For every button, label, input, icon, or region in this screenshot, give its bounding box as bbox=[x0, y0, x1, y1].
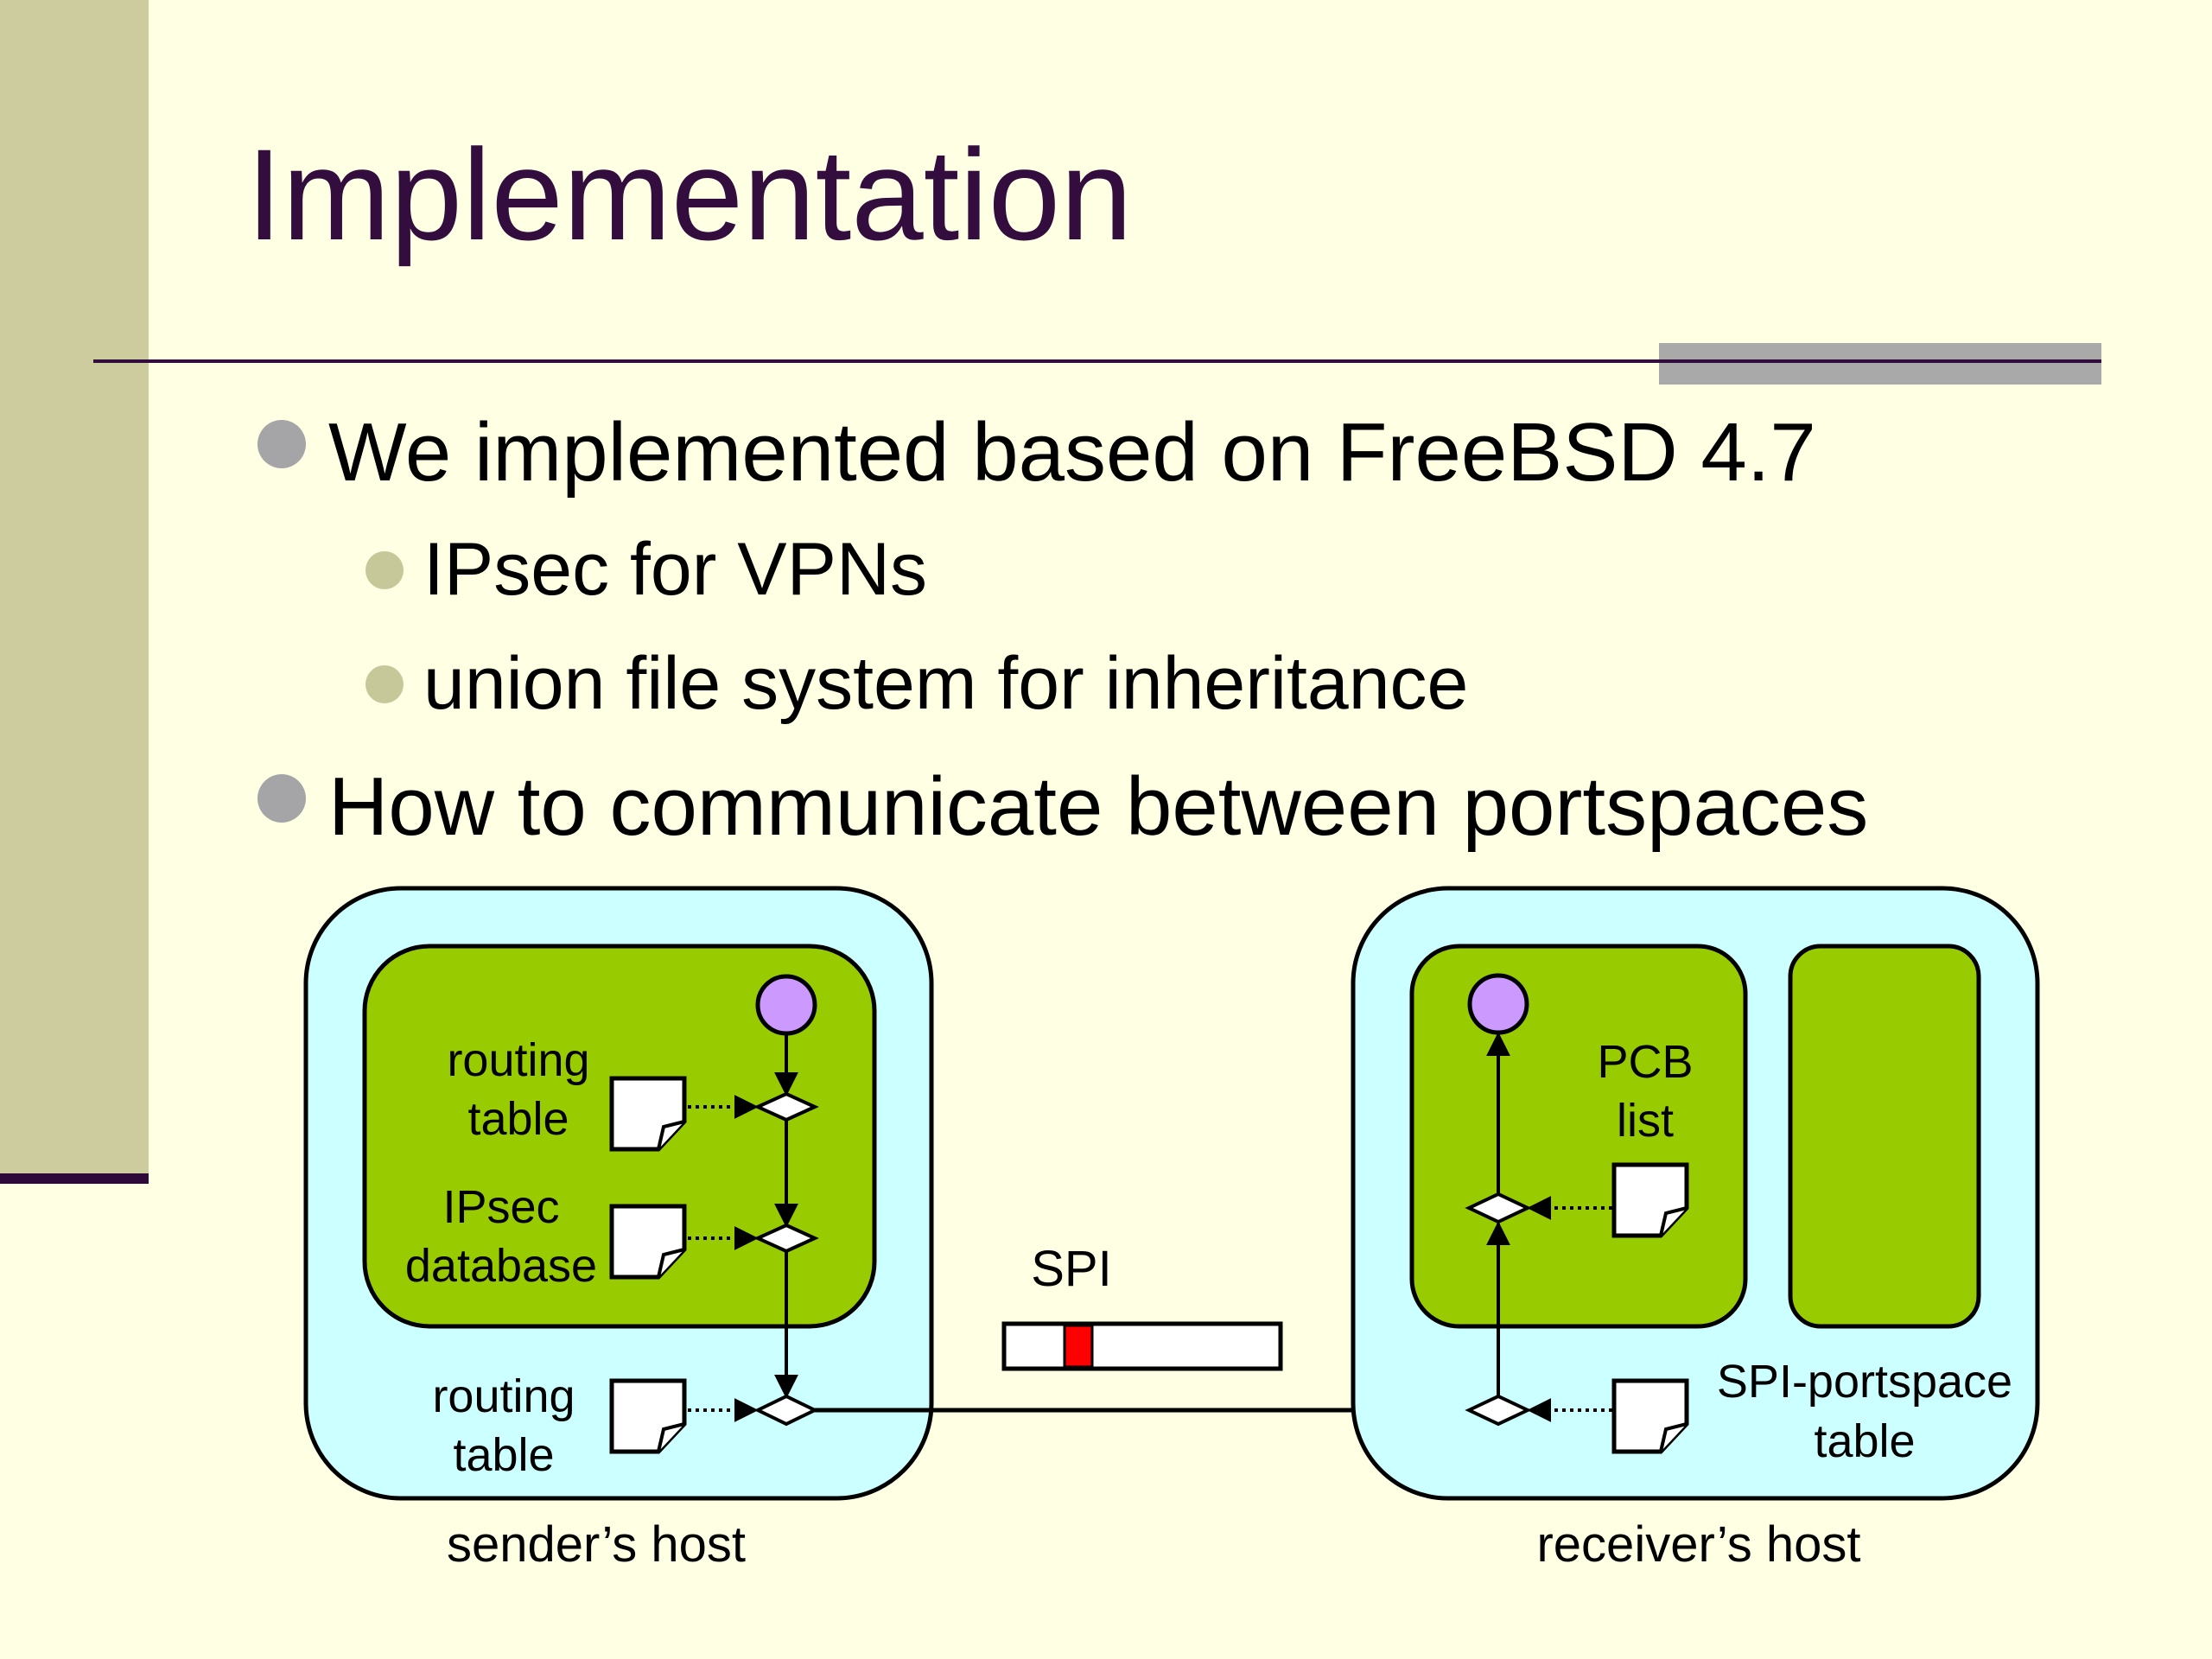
label-ipsec-database: database bbox=[405, 1240, 597, 1292]
sender-decision-diamond bbox=[753, 1223, 819, 1254]
side-bar-accent bbox=[0, 1173, 149, 1184]
title-divider-accent bbox=[1659, 343, 2101, 385]
label-pcb-list: PCB bbox=[1597, 1036, 1693, 1088]
bullet-dot bbox=[257, 774, 306, 823]
receiver-host-label: receiver’s host bbox=[1536, 1516, 1860, 1573]
spi-packet bbox=[1001, 1321, 1283, 1371]
receiver-portspace-box bbox=[1409, 944, 1748, 1329]
label-ipsec-database: IPsec bbox=[442, 1181, 559, 1233]
label-pcb-list: list bbox=[1617, 1095, 1674, 1147]
sub-bullet-dot bbox=[365, 551, 404, 589]
label-spi-portspace-table: table bbox=[1814, 1415, 1915, 1467]
label-spi-portspace-table: SPI-portspace bbox=[1717, 1356, 2012, 1408]
title-divider-line bbox=[1659, 359, 2101, 363]
label-routing-table-inner: routing bbox=[447, 1034, 589, 1086]
spi-label: SPI bbox=[1031, 1241, 1112, 1297]
bullet-dot bbox=[257, 420, 306, 468]
side-bar bbox=[0, 0, 149, 1181]
bullet-freebsd: We implemented based on FreeBSD 4.7 bbox=[328, 406, 1816, 499]
spi-marker bbox=[1063, 1324, 1094, 1369]
sub-bullet-ipsec: IPsec for VPNs bbox=[423, 528, 928, 611]
label-routing-table-outer: routing bbox=[432, 1370, 575, 1422]
receiver-portspace-box-2 bbox=[1788, 944, 1981, 1329]
bullet-communicate: How to communicate between portspaces bbox=[328, 760, 1869, 853]
sender-process-circle bbox=[755, 974, 817, 1036]
title-divider bbox=[93, 359, 2101, 363]
sender-decision-diamond bbox=[753, 1091, 819, 1122]
label-routing-table-inner: table bbox=[467, 1093, 569, 1145]
sub-bullet-unionfs: union file system for inheritance bbox=[423, 642, 1469, 725]
slide-title: Implementation bbox=[246, 122, 1133, 267]
sub-bullet-dot bbox=[365, 665, 404, 703]
label-routing-table-outer: table bbox=[453, 1429, 554, 1481]
receiver-process-circle bbox=[1467, 973, 1529, 1035]
sender-host-label: sender’s host bbox=[447, 1516, 746, 1573]
